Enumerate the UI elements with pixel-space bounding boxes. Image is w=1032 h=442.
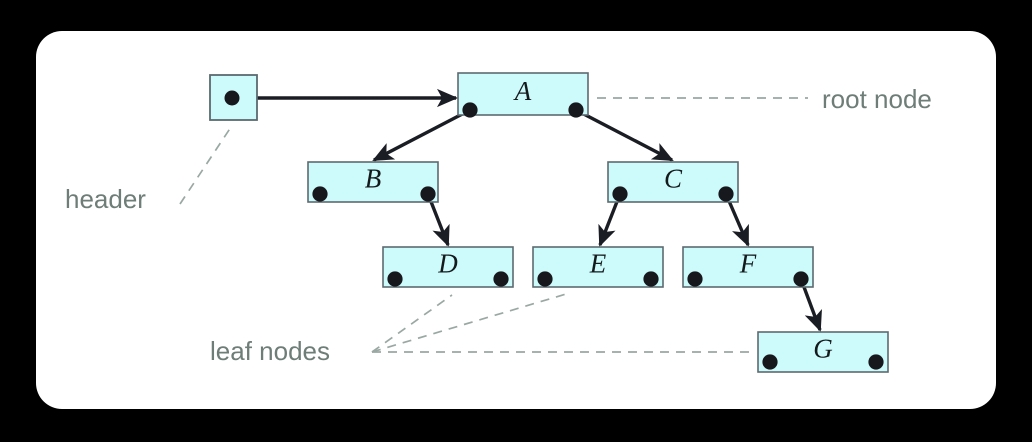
node-rect-F[interactable] <box>682 246 814 288</box>
node-label-G: G <box>813 334 833 364</box>
node-label-C: C <box>664 164 683 194</box>
pointer-dot-B-0 <box>312 186 328 202</box>
pointer-dot-C-1 <box>718 186 734 202</box>
pointer-dot-E-0 <box>537 271 553 287</box>
node-label-B: B <box>365 164 382 194</box>
annotation-header: header <box>65 184 146 214</box>
edge-A-to-B <box>372 108 471 162</box>
pointer-dot-F-0 <box>687 271 703 287</box>
nodes-group: A B C D E F G <box>209 72 889 373</box>
node-B[interactable]: B <box>307 161 439 203</box>
pointer-dot-E-1 <box>643 271 659 287</box>
pointer-dot-G-1 <box>868 354 884 370</box>
node-label-A: A <box>513 76 532 106</box>
node-label-F: F <box>739 249 757 279</box>
node-G[interactable]: G <box>757 331 889 373</box>
node-rect-A[interactable] <box>457 72 589 116</box>
pointer-dot-A-1 <box>568 102 584 118</box>
pointer-dot-C-0 <box>612 186 628 202</box>
pointer-dot-B-1 <box>420 186 436 202</box>
annotation-leaf-nodes: leaf nodes <box>210 336 330 366</box>
leader-line-leaf-nodes-1 <box>371 293 567 353</box>
node-rect-G[interactable] <box>757 331 889 373</box>
node-rect-C[interactable] <box>607 161 739 203</box>
pointer-dot-F-1 <box>793 271 809 287</box>
node-label-D: D <box>437 249 458 279</box>
leader-lines-group <box>179 97 808 353</box>
pointer-dot-G-0 <box>762 354 778 370</box>
node-C[interactable]: C <box>607 161 739 203</box>
header-pointer-dot <box>224 90 240 106</box>
node-E[interactable]: E <box>532 246 664 288</box>
pointer-dot-A-0 <box>462 102 478 118</box>
node-D[interactable]: D <box>382 246 514 288</box>
node-rect-E[interactable] <box>532 246 664 288</box>
node-rect-B[interactable] <box>307 161 439 203</box>
edge-A-to-C <box>575 108 674 162</box>
leader-line-header-0 <box>179 123 234 205</box>
node-rect-D[interactable] <box>382 246 514 288</box>
node-header[interactable] <box>209 74 258 121</box>
node-label-E: E <box>589 249 607 279</box>
edges-group <box>232 88 822 332</box>
annotation-root-node: root node <box>822 84 932 114</box>
leader-line-leaf-nodes-0 <box>371 294 453 353</box>
annotations-group: root node header leaf nodes <box>65 84 932 366</box>
node-F[interactable]: F <box>682 246 814 288</box>
pointer-dot-D-0 <box>387 271 403 287</box>
pointer-dot-D-1 <box>493 271 509 287</box>
node-A[interactable]: A <box>457 72 589 118</box>
